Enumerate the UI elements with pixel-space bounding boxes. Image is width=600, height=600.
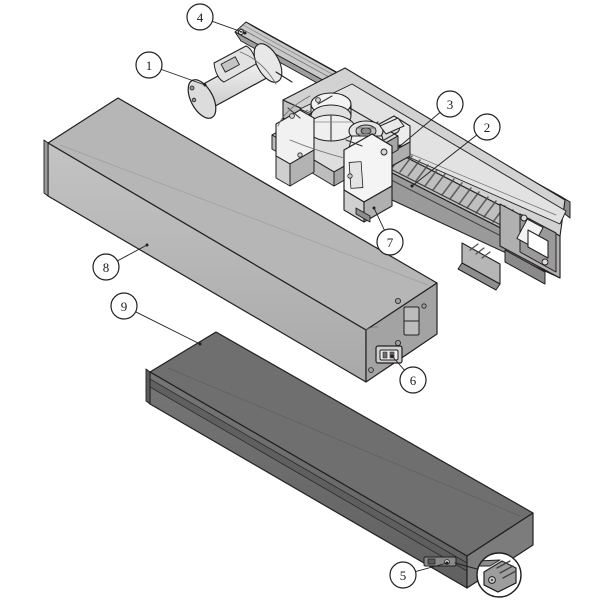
leader-dot-9 <box>198 342 202 346</box>
callout-circle-6[interactable] <box>399 366 427 394</box>
leader-dot-4 <box>243 31 247 35</box>
callout-label-5: 5 <box>400 568 407 583</box>
leader-dot-3 <box>398 144 402 148</box>
callout-1[interactable]: 1 <box>135 51 163 79</box>
callout-label-3: 3 <box>447 97 454 112</box>
part-upper-cover-profile <box>43 97 438 383</box>
connector-detail-circle <box>476 552 522 598</box>
leader-line-6 <box>391 355 405 371</box>
callout-leader-lines <box>117 20 478 573</box>
callout-6[interactable]: 6 <box>399 366 427 394</box>
leader-dot-6 <box>390 354 394 358</box>
leader-line-2 <box>411 134 478 187</box>
callout-5[interactable]: 5 <box>389 561 417 589</box>
callout-circle-9[interactable] <box>110 292 138 320</box>
leader-line-5 <box>415 562 448 573</box>
callout-circle-8[interactable] <box>92 253 120 281</box>
leader-dot-8 <box>145 243 149 247</box>
callout-8[interactable]: 8 <box>92 253 120 281</box>
callout-circle-7[interactable] <box>376 228 404 256</box>
callout-9[interactable]: 9 <box>110 292 138 320</box>
part-gearbox-pulley-assembly <box>271 92 405 223</box>
callout-label-8: 8 <box>103 260 110 275</box>
leader-line-9 <box>135 311 201 345</box>
cover-end-cap-face <box>368 297 427 373</box>
leader-line-1 <box>161 68 206 86</box>
callout-circle-1[interactable] <box>135 51 163 79</box>
callout-group: 1 2 3 4 5 6 7 8 9 <box>92 3 501 589</box>
callout-label-4: 4 <box>197 10 204 25</box>
callout-3[interactable]: 3 <box>436 90 464 118</box>
leader-dot-1 <box>203 83 207 87</box>
callout-label-7: 7 <box>387 235 394 250</box>
callout-label-2: 2 <box>484 120 491 135</box>
leader-line-3 <box>399 112 441 147</box>
rail-end-cap <box>499 203 561 285</box>
part-lower-cover-profile <box>145 331 534 589</box>
callout-circle-4[interactable] <box>186 3 214 31</box>
callout-7[interactable]: 7 <box>376 228 404 256</box>
leader-line-4 <box>212 20 246 34</box>
leader-dot-5 <box>445 561 449 565</box>
leader-dot-7 <box>372 206 376 210</box>
callout-label-1: 1 <box>146 58 153 73</box>
callout-2[interactable]: 2 <box>473 113 501 141</box>
leader-line-8 <box>117 244 148 262</box>
rail-front-tab <box>457 242 501 291</box>
callout-circle-3[interactable] <box>436 90 464 118</box>
leader-line-7 <box>373 207 385 231</box>
callout-label-6: 6 <box>410 373 417 388</box>
part-drive-motor <box>187 43 293 119</box>
callout-4[interactable]: 4 <box>186 3 214 31</box>
callout-label-9: 9 <box>121 299 128 314</box>
callout-circle-5[interactable] <box>389 561 417 589</box>
leader-dot-2 <box>410 184 414 188</box>
callout-circle-2[interactable] <box>473 113 501 141</box>
mains-inlet-socket <box>375 345 403 364</box>
